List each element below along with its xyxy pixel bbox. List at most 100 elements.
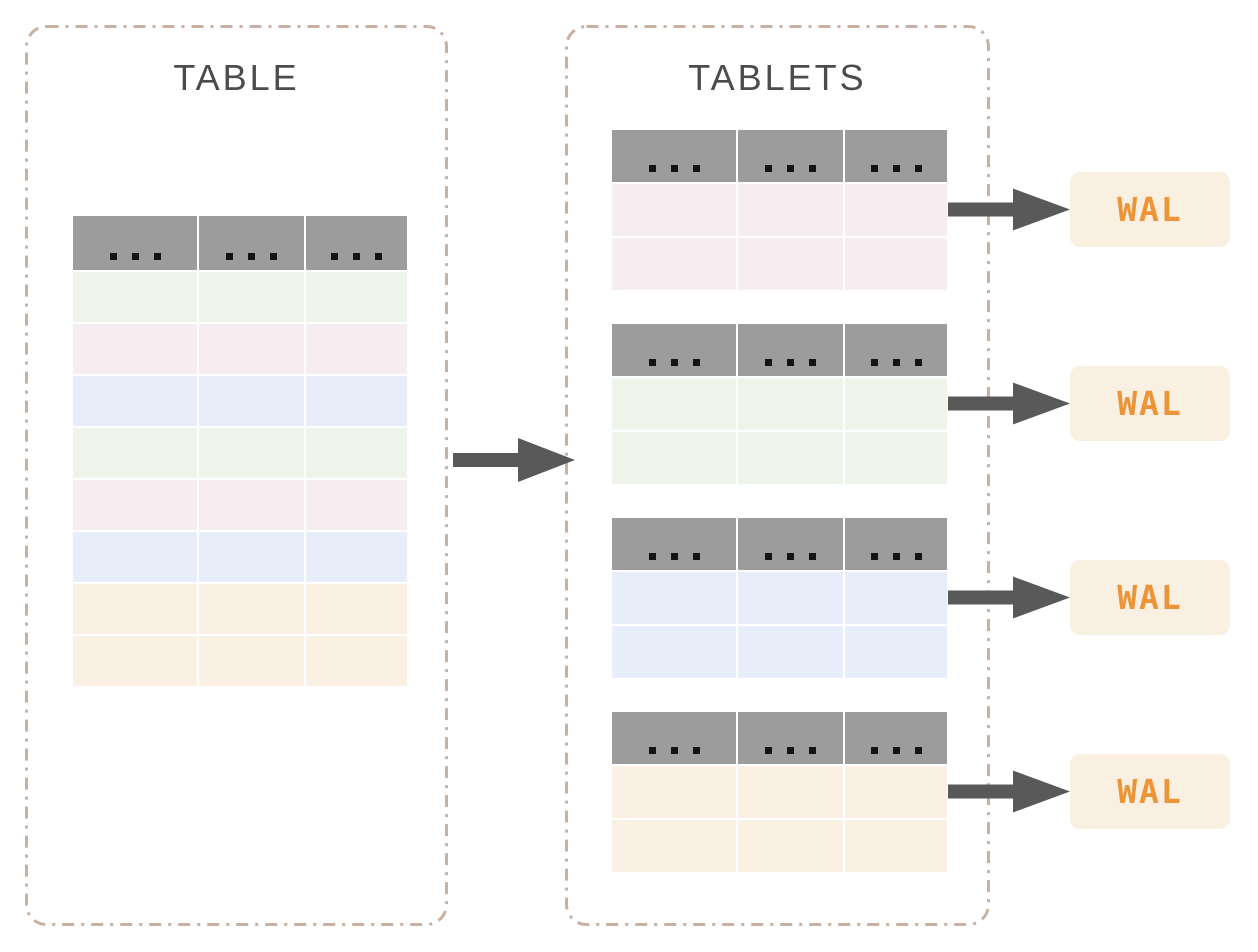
table-row-cell — [73, 636, 197, 686]
ellipsis-dot-icon — [787, 747, 794, 754]
ellipsis-dot-icon — [892, 747, 900, 754]
ellipsis-dot-icon — [809, 553, 816, 560]
ellipsis-dot-icon — [870, 747, 878, 754]
table-row-cell — [306, 584, 407, 634]
table-row-cell — [612, 572, 736, 624]
wal-label: WAL — [1117, 578, 1183, 617]
wal-label: WAL — [1117, 772, 1183, 811]
table-header-cell — [306, 216, 407, 270]
ellipsis-dot-icon — [787, 165, 794, 172]
table-row-cell — [845, 626, 947, 678]
table-row-cell — [199, 480, 304, 530]
table-row-cell — [306, 272, 407, 322]
wal-box: WAL — [1070, 172, 1230, 247]
table-row-cell — [73, 584, 197, 634]
table-header-cell — [73, 216, 197, 270]
ellipsis-dot-icon — [270, 253, 277, 260]
table-row-cell — [199, 428, 304, 478]
ellipsis-dot-icon — [248, 253, 255, 260]
ellipsis-dot-icon — [109, 253, 117, 260]
table-row-cell — [73, 428, 197, 478]
ellipsis-dot-icon — [692, 747, 700, 754]
table-header-cell — [845, 130, 947, 182]
ellipsis-dot-icon — [692, 165, 700, 172]
table-header-cell — [845, 518, 947, 570]
table-row-cell — [612, 820, 736, 872]
ellipsis-dot-icon — [648, 165, 656, 172]
ellipsis-dot-icon — [870, 359, 878, 366]
ellipsis-dot-icon — [765, 553, 772, 560]
ellipsis-dot-icon — [914, 359, 922, 366]
table-row-cell — [199, 324, 304, 374]
table-row-cell — [612, 766, 736, 818]
tablet-table — [612, 518, 947, 678]
ellipsis-dot-icon — [870, 553, 878, 560]
ellipsis-dot-icon — [892, 165, 900, 172]
table-header-cell — [612, 518, 736, 570]
ellipsis-dot-icon — [765, 359, 772, 366]
table-row-cell — [845, 432, 947, 484]
table-row-cell — [612, 238, 736, 290]
ellipsis-dot-icon — [670, 747, 678, 754]
ellipsis-dot-icon — [226, 253, 233, 260]
table-header-cell — [738, 130, 843, 182]
table-panel-title: TABLE — [173, 57, 300, 98]
tablet-table — [612, 130, 947, 290]
table-row-cell — [612, 184, 736, 236]
table-row-cell — [199, 272, 304, 322]
ellipsis-dot-icon — [914, 553, 922, 560]
tablet-table — [612, 324, 947, 484]
table-row-cell — [306, 532, 407, 582]
table-row-cell — [306, 376, 407, 426]
table-panel: TABLE — [25, 25, 448, 926]
table-row-cell — [738, 378, 843, 430]
table-row-cell — [306, 428, 407, 478]
wal-label: WAL — [1117, 384, 1183, 423]
table-row-cell — [738, 432, 843, 484]
table-header-cell — [738, 712, 843, 764]
source-table — [73, 216, 407, 686]
dash-dot-border-rect — [25, 25, 448, 926]
ellipsis-dot-icon — [153, 253, 161, 260]
table-row-cell — [738, 238, 843, 290]
ellipsis-dot-icon — [648, 359, 656, 366]
tablets-panel-title: TABLETS — [688, 57, 867, 98]
ellipsis-dot-icon — [809, 359, 816, 366]
table-row-cell — [845, 572, 947, 624]
table-row-cell — [845, 378, 947, 430]
table-row-cell — [199, 532, 304, 582]
table-row-cell — [306, 636, 407, 686]
ellipsis-dot-icon — [331, 253, 338, 260]
table-row-cell — [738, 572, 843, 624]
table-row-cell — [306, 324, 407, 374]
table-row-cell — [199, 636, 304, 686]
table-header-cell — [845, 712, 947, 764]
table-header-cell — [738, 518, 843, 570]
ellipsis-dot-icon — [375, 253, 382, 260]
wal-box: WAL — [1070, 754, 1230, 829]
table-row-cell — [73, 376, 197, 426]
table-row-cell — [845, 184, 947, 236]
ellipsis-dot-icon — [692, 553, 700, 560]
table-row-cell — [845, 238, 947, 290]
ellipsis-dot-icon — [131, 253, 139, 260]
ellipsis-dot-icon — [809, 165, 816, 172]
table-row-cell — [738, 766, 843, 818]
table-row-cell — [612, 626, 736, 678]
table-header-cell — [738, 324, 843, 376]
table-header-cell — [612, 324, 736, 376]
tablets-panel: TABLETS — [565, 25, 990, 926]
wal-box: WAL — [1070, 560, 1230, 635]
ellipsis-dot-icon — [809, 747, 816, 754]
table-row-cell — [845, 820, 947, 872]
table-panel-dashed-border — [25, 25, 448, 926]
ellipsis-dot-icon — [914, 747, 922, 754]
table-row-cell — [738, 184, 843, 236]
ellipsis-dot-icon — [787, 359, 794, 366]
table-row-cell — [73, 272, 197, 322]
table-row-cell — [845, 766, 947, 818]
ellipsis-dot-icon — [765, 747, 772, 754]
ellipsis-dot-icon — [670, 359, 678, 366]
ellipsis-dot-icon — [670, 165, 678, 172]
